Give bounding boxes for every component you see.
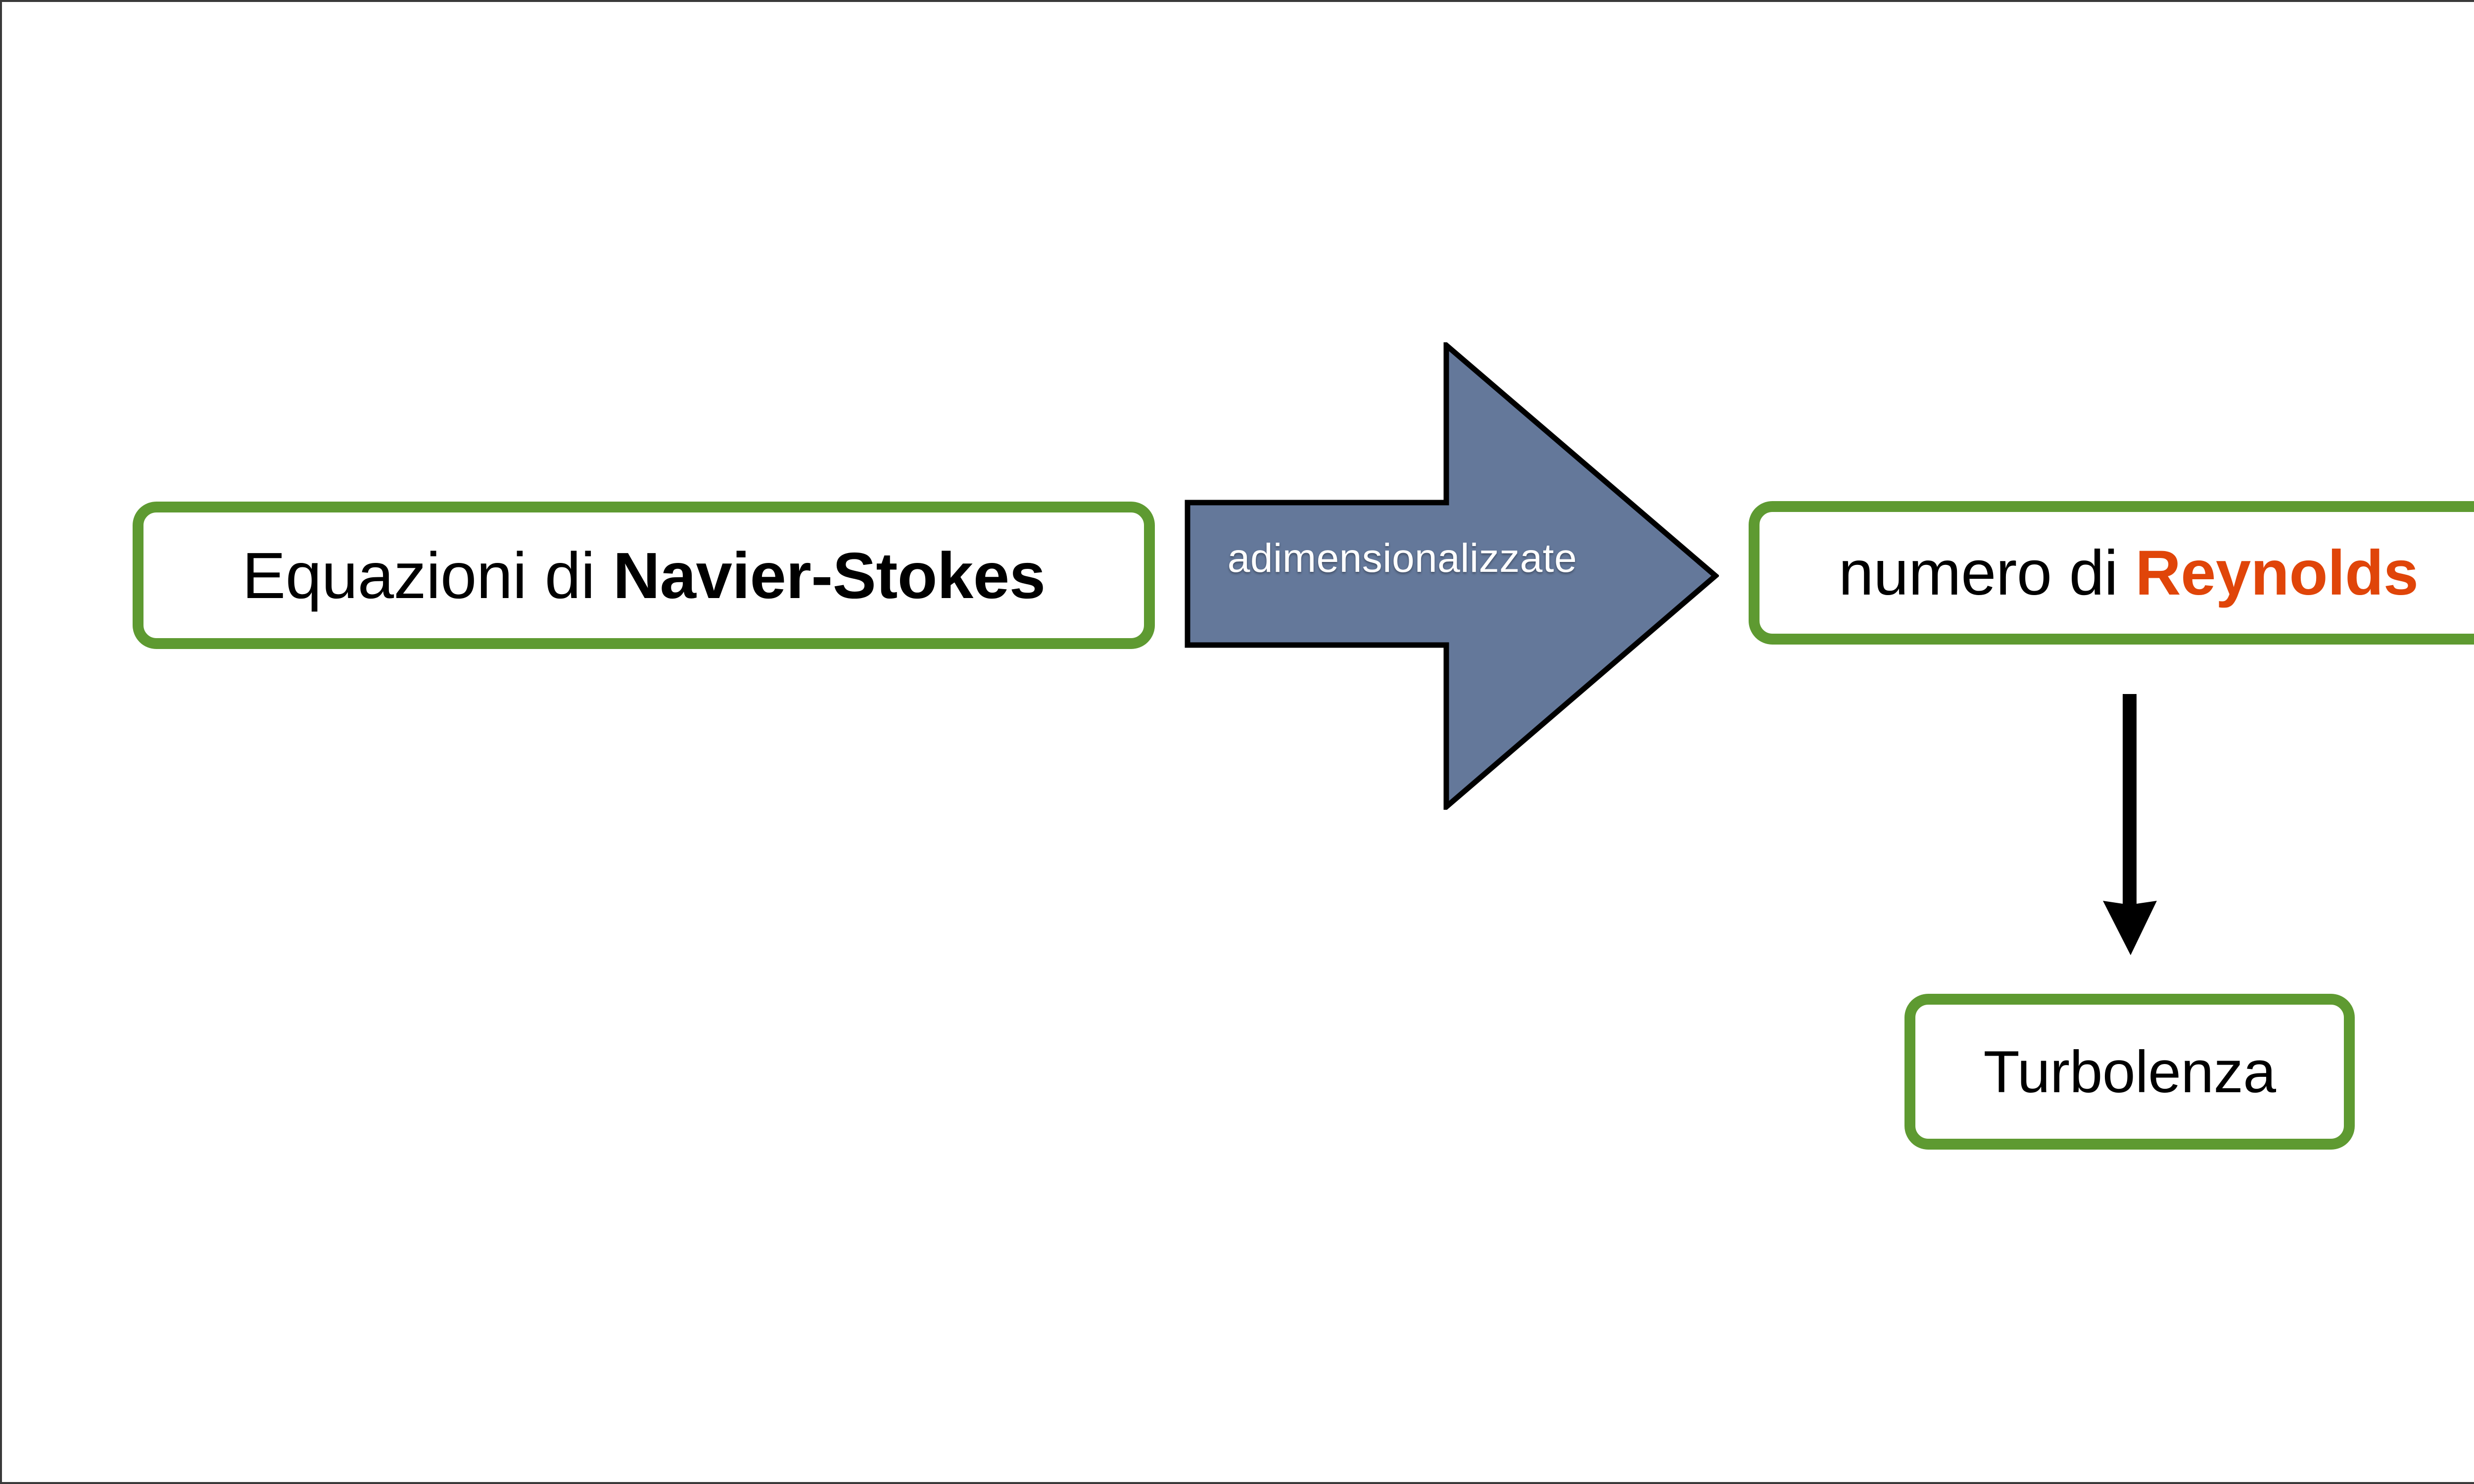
node-turbolenza[interactable]: Turbolenza (1904, 994, 2355, 1150)
node-label-turbolenza: Turbolenza (1984, 1038, 2276, 1106)
node-label-reynolds-emphasis: Reynolds (2135, 537, 2419, 608)
down-arrow-shape (2103, 694, 2157, 955)
node-label-equazioni: Equazioni di Navier-Stokes (242, 538, 1046, 613)
node-label-reynolds: numero di Reynolds (1839, 537, 2419, 609)
block-arrow-adimensionalizzate[interactable]: adimensionalizzate (1185, 342, 1719, 810)
node-label-equazioni-emphasis: Navier-Stokes (613, 539, 1046, 612)
arrow-reynolds-to-turbolenza[interactable] (2095, 692, 2167, 962)
node-label-turbolenza-plain: Turbolenza (1983, 1038, 2276, 1105)
node-numero-di-reynolds[interactable]: numero di Reynolds (1749, 501, 2474, 645)
block-arrow-shape (1185, 342, 1719, 810)
node-label-equazioni-plain: Equazioni di (242, 539, 613, 612)
node-label-reynolds-plain: numero di (1838, 537, 2136, 608)
node-equazioni-di-navier-stokes[interactable]: Equazioni di Navier-Stokes (133, 502, 1155, 649)
